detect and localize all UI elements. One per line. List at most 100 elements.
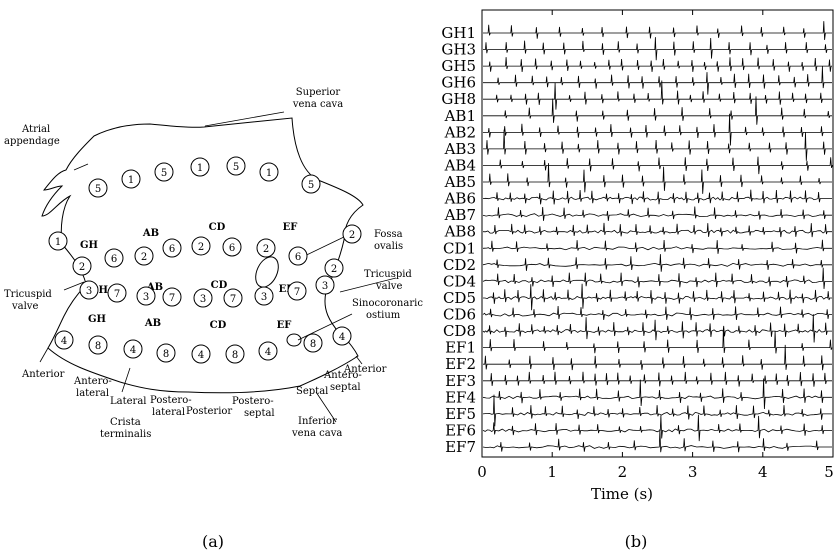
channel-labels: GH1GH3GH5GH6GH8AB1AB2AB3AB4AB5AB6AB7AB8C…: [441, 24, 476, 456]
channel-label: AB5: [444, 173, 476, 191]
svg-text:3: 3: [261, 292, 267, 303]
svg-text:2: 2: [79, 262, 85, 273]
svg-text:2: 2: [198, 242, 204, 253]
svg-text:3: 3: [86, 286, 92, 297]
channel-label: CD6: [443, 306, 476, 324]
channel-label: GH8: [441, 90, 476, 108]
electrode: 3: [193, 288, 213, 308]
svg-text:2: 2: [263, 244, 269, 255]
anterior-left-label: Anterior: [21, 369, 65, 380]
x-tick-label: 4: [758, 463, 768, 481]
electrode: 4: [332, 326, 352, 346]
x-axis-label: Time (s): [591, 485, 653, 503]
electrode: 5: [301, 174, 321, 194]
electrode: 4: [258, 341, 278, 361]
trace-ef3: [483, 371, 832, 387]
svg-text:5: 5: [233, 162, 239, 173]
svg-text:8: 8: [95, 341, 101, 352]
channel-label: CD5: [443, 289, 476, 307]
electrode: 4: [123, 339, 143, 359]
svg-text:4: 4: [265, 347, 271, 358]
svg-text:1: 1: [55, 237, 61, 248]
svg-text:7: 7: [169, 293, 175, 304]
region-label: AB: [146, 282, 163, 293]
electrode: 7: [223, 288, 243, 308]
electrode: 5: [226, 156, 246, 176]
trace-cd5: [483, 283, 832, 311]
electrode: 2: [72, 256, 92, 276]
svg-text:6: 6: [229, 243, 235, 254]
region-label: EF: [279, 284, 294, 295]
channel-label: GH5: [441, 57, 476, 75]
trace-gh1: [483, 21, 832, 40]
trace-gh5: [483, 57, 832, 73]
svg-text:2: 2: [141, 252, 147, 263]
svg-text:3: 3: [322, 281, 328, 292]
lateral-label: Lateral: [110, 396, 146, 407]
channel-label: EF7: [445, 438, 476, 456]
electrode: 8: [225, 344, 245, 364]
electrode: 5: [154, 162, 174, 182]
electrode: 8: [156, 343, 176, 363]
sinocoronaric-ostium-shape: [286, 333, 302, 347]
trace-cd8: [482, 314, 832, 343]
trace-cd2: [482, 254, 832, 272]
channel-label: CD1: [443, 239, 476, 257]
svg-text:8: 8: [232, 350, 238, 361]
region-labels: AB CD EF GH AB CD EF GH AB CD EF GH: [80, 222, 297, 331]
svg-text:1: 1: [197, 163, 203, 174]
electrode: 1: [121, 169, 141, 189]
channel-label: CD2: [443, 256, 476, 274]
electrode: 4: [191, 344, 211, 364]
fossa-ovalis-shape: [255, 256, 279, 288]
trace-cd4: [482, 267, 832, 289]
svg-text:3: 3: [143, 292, 149, 303]
svg-text:7: 7: [114, 289, 120, 300]
electrode: 2: [191, 236, 211, 256]
antero-septal-label: Antero-septal: [323, 370, 362, 393]
trace-cd1: [482, 239, 832, 254]
channel-label: AB7: [444, 206, 476, 224]
trace-gh8: [483, 80, 832, 110]
electrode: 7: [162, 287, 182, 307]
trace-group: [482, 21, 833, 453]
electrode: 6: [104, 248, 124, 268]
svg-text:2: 2: [331, 264, 337, 275]
svg-text:4: 4: [198, 350, 204, 361]
channel-label: AB8: [444, 223, 476, 241]
svg-text:4: 4: [130, 345, 136, 356]
channel-label: EF2: [445, 355, 476, 373]
electrode: 1: [190, 157, 210, 177]
region-label: EF: [283, 222, 298, 233]
electrode: 2: [134, 246, 154, 266]
channel-label: GH6: [441, 74, 476, 92]
posterior-label: Posterior: [186, 406, 232, 417]
trace-ab7: [482, 206, 832, 221]
electrode: 3: [315, 275, 335, 295]
electrode: 6: [288, 246, 308, 266]
svg-text:1: 1: [128, 175, 134, 186]
electrode: 3: [254, 286, 274, 306]
electrode: 2: [256, 238, 276, 258]
septal-label: Septal: [296, 386, 328, 397]
electrode: 4: [54, 330, 74, 350]
trace-gh3: [483, 37, 832, 61]
trace-ab1: [483, 96, 832, 125]
channel-label: EF4: [445, 388, 476, 406]
region-label: CD: [209, 222, 226, 233]
anterior-right-label: Anterior: [343, 364, 387, 375]
electrode: 3: [79, 280, 99, 300]
trace-ef2: [483, 344, 832, 371]
postero-lateral-label: Postero-lateral: [150, 395, 192, 418]
svg-text:4: 4: [339, 332, 345, 343]
channel-label: AB2: [444, 123, 476, 141]
x-tick-label: 0: [477, 463, 487, 481]
trace-ef7: [482, 429, 832, 453]
svg-text:5: 5: [161, 168, 167, 179]
electrode: 6: [162, 238, 182, 258]
electrode: 1: [48, 231, 68, 251]
